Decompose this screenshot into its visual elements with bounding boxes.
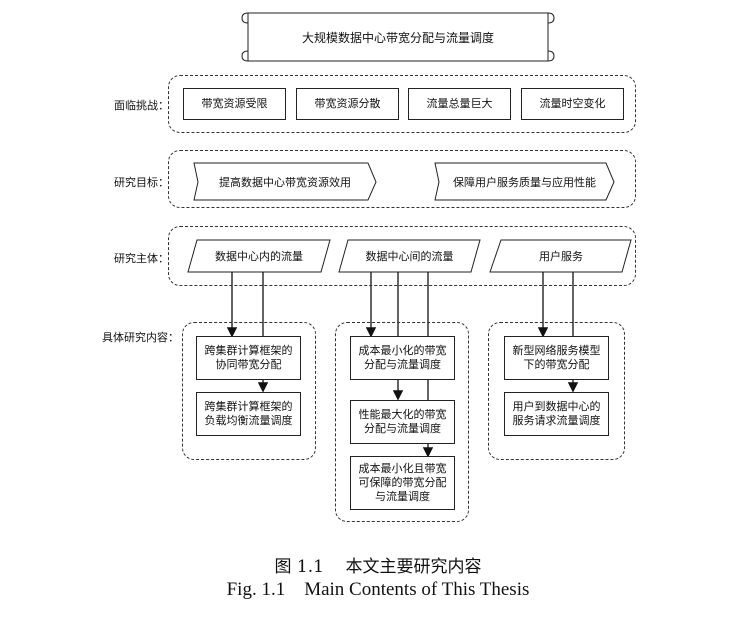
challenge-box-1: 带宽资源受限	[183, 88, 286, 120]
challenge-box-4: 流量时空变化	[521, 88, 624, 120]
caption-zh: 图 1.1 本文主要研究内容	[274, 557, 482, 577]
caption-en: Fig. 1.1 Main Contents of This Thesis	[226, 579, 530, 600]
goal-text-1: 提高数据中心带宽资源效用	[219, 175, 351, 189]
goals-label: 研究目标：	[114, 176, 169, 189]
goal-shape-2	[434, 162, 615, 201]
subjects-label: 研究主体：	[114, 252, 169, 265]
subject-shape-3	[489, 239, 632, 273]
contents-group-3	[488, 322, 625, 460]
goals-group	[168, 150, 636, 208]
challenge-box-3: 流量总量巨大	[408, 88, 511, 120]
goal-shape-1	[193, 162, 377, 201]
challenge-box-2: 带宽资源分散	[296, 88, 399, 120]
subject-text-3: 用户服务	[539, 250, 583, 263]
subjects-group	[168, 226, 636, 286]
subject-text-1: 数据中心内的流量	[215, 250, 303, 263]
content-box-2-2: 性能最大化的带宽 分配与流量调度	[350, 400, 455, 444]
diagram-title: 大规模数据中心带宽分配与流量调度	[301, 30, 494, 45]
subject-shape-2	[338, 239, 481, 273]
content-box-3-2: 用户到数据中心的 服务请求流量调度	[504, 392, 609, 436]
content-box-2-3: 成本最小化且带宽 可保障的带宽分配 与流量调度	[350, 456, 455, 510]
challenges-group	[168, 75, 636, 133]
subject-text-2: 数据中心间的流量	[365, 250, 454, 263]
content-box-1-1: 跨集群计算框架的 协同带宽分配	[196, 336, 301, 380]
content-box-3-1: 新型网络服务模型 下的带宽分配	[504, 336, 609, 380]
challenges-label: 面临挑战：	[114, 99, 169, 112]
content-box-1-2: 跨集群计算框架的 负载均衡流量调度	[196, 392, 301, 436]
contents-label: 具体研究内容：	[102, 331, 179, 344]
content-box-2-1: 成本最小化的带宽 分配与流量调度	[350, 336, 455, 380]
goal-text-2: 保障用户服务质量与应用性能	[453, 175, 596, 189]
contents-group-1	[182, 322, 316, 460]
contents-group-2	[335, 322, 469, 522]
title-scroll-shape	[241, 12, 555, 62]
subject-shape-1	[187, 239, 331, 273]
